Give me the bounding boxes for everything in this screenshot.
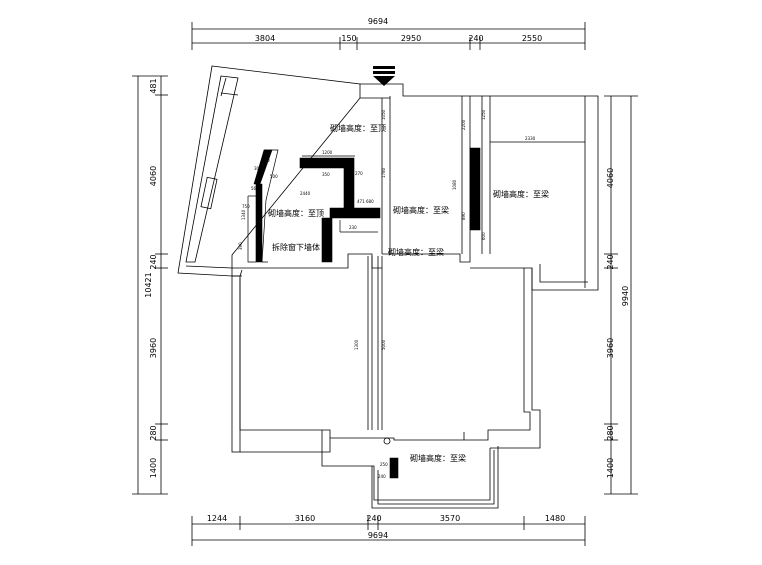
wall-outlines (247, 149, 378, 263)
right-dim-1: 4060 (606, 168, 615, 188)
internal-dimensions: 1200 350 471 680 230 1780 1050 2330 2200… (238, 109, 536, 479)
bottom-dim-2: 3160 (295, 514, 315, 523)
right-dim-3: 3960 (606, 338, 615, 358)
note-wall-height-top: 砌墙高度：至顶 (330, 123, 386, 133)
top-total-dim: 9694 (368, 17, 388, 26)
dim-560: 560 (251, 186, 259, 191)
dim-400: 400 (262, 158, 270, 163)
top-dim-2: 150 (341, 34, 356, 43)
note-wall-height-left: 砌墙高度：至顶 (268, 208, 324, 218)
dim-250: 250 (380, 462, 388, 467)
top-dim-1: 3804 (255, 34, 275, 43)
note-wall-height-beam-4: 砌墙高度：至梁 (410, 453, 466, 463)
left-dim-2: 4060 (149, 166, 158, 186)
dim-1340: 1340 (241, 209, 246, 220)
bottom-dim-1: 1244 (207, 514, 227, 523)
right-dim-4: 280 (606, 425, 615, 440)
dim-270: 270 (355, 171, 363, 176)
note-wall-height-beam-1: 砌墙高度：至梁 (393, 205, 449, 215)
dim-1200: 1200 (322, 150, 333, 155)
dim-750: 750 (242, 204, 250, 209)
bottom-dimension-chain (191, 516, 586, 546)
left-dim-4: 3960 (149, 338, 158, 358)
dim-2440: 2440 (300, 191, 311, 196)
top-dimension-chain (191, 22, 586, 50)
dim-240: 240 (378, 474, 386, 479)
top-dim-4: 240 (468, 34, 483, 43)
dim-600: 600 (481, 232, 486, 240)
right-dim-5: 1400 (606, 458, 615, 478)
bottom-dim-4: 3570 (440, 514, 460, 523)
dim-1080: 1080 (452, 179, 457, 190)
top-dim-5: 2550 (522, 34, 542, 43)
dim-1050: 1050 (381, 109, 386, 120)
dim-680: 680 (366, 199, 374, 204)
dim-5000: 5000 (381, 339, 386, 350)
entrance-arrow-icon (373, 66, 395, 86)
dim-1250: 1250 (481, 109, 486, 120)
left-dim-3: 240 (149, 254, 158, 269)
right-total-dim: 9940 (621, 286, 630, 306)
dim-350: 350 (322, 172, 330, 177)
dim-471: 471 (357, 199, 365, 204)
top-dim-3: 2950 (401, 34, 421, 43)
left-dim-5: 280 (149, 425, 158, 440)
dim-1780: 1780 (381, 167, 386, 178)
note-wall-height-beam-3: 砌墙高度：至梁 (388, 247, 444, 257)
bottom-dim-5: 1480 (545, 514, 565, 523)
dim-2200: 2200 (461, 119, 466, 130)
dim-390: 390 (238, 242, 243, 250)
note-wall-height-beam-2: 砌墙高度：至梁 (493, 189, 549, 199)
right-dim-2: 240 (606, 254, 615, 269)
bottom-dim-3: 240 (366, 514, 381, 523)
dim-890: 890 (461, 212, 466, 220)
dim-230: 230 (349, 225, 357, 230)
left-total-dim: 10421 (144, 272, 153, 297)
dim-2330: 2330 (525, 136, 536, 141)
note-demolish-window: 拆除窗下墙体 (272, 242, 320, 252)
right-dimension-chain (604, 95, 638, 495)
dim-500: 500 (270, 174, 278, 179)
left-dimension-chain (132, 75, 168, 495)
dim-1300: 1300 (354, 339, 359, 350)
bottom-total-dim: 9694 (368, 531, 388, 540)
dim-300: 300 (254, 166, 262, 171)
left-dim-6: 1400 (149, 458, 158, 478)
left-dim-1: 481 (149, 78, 158, 93)
